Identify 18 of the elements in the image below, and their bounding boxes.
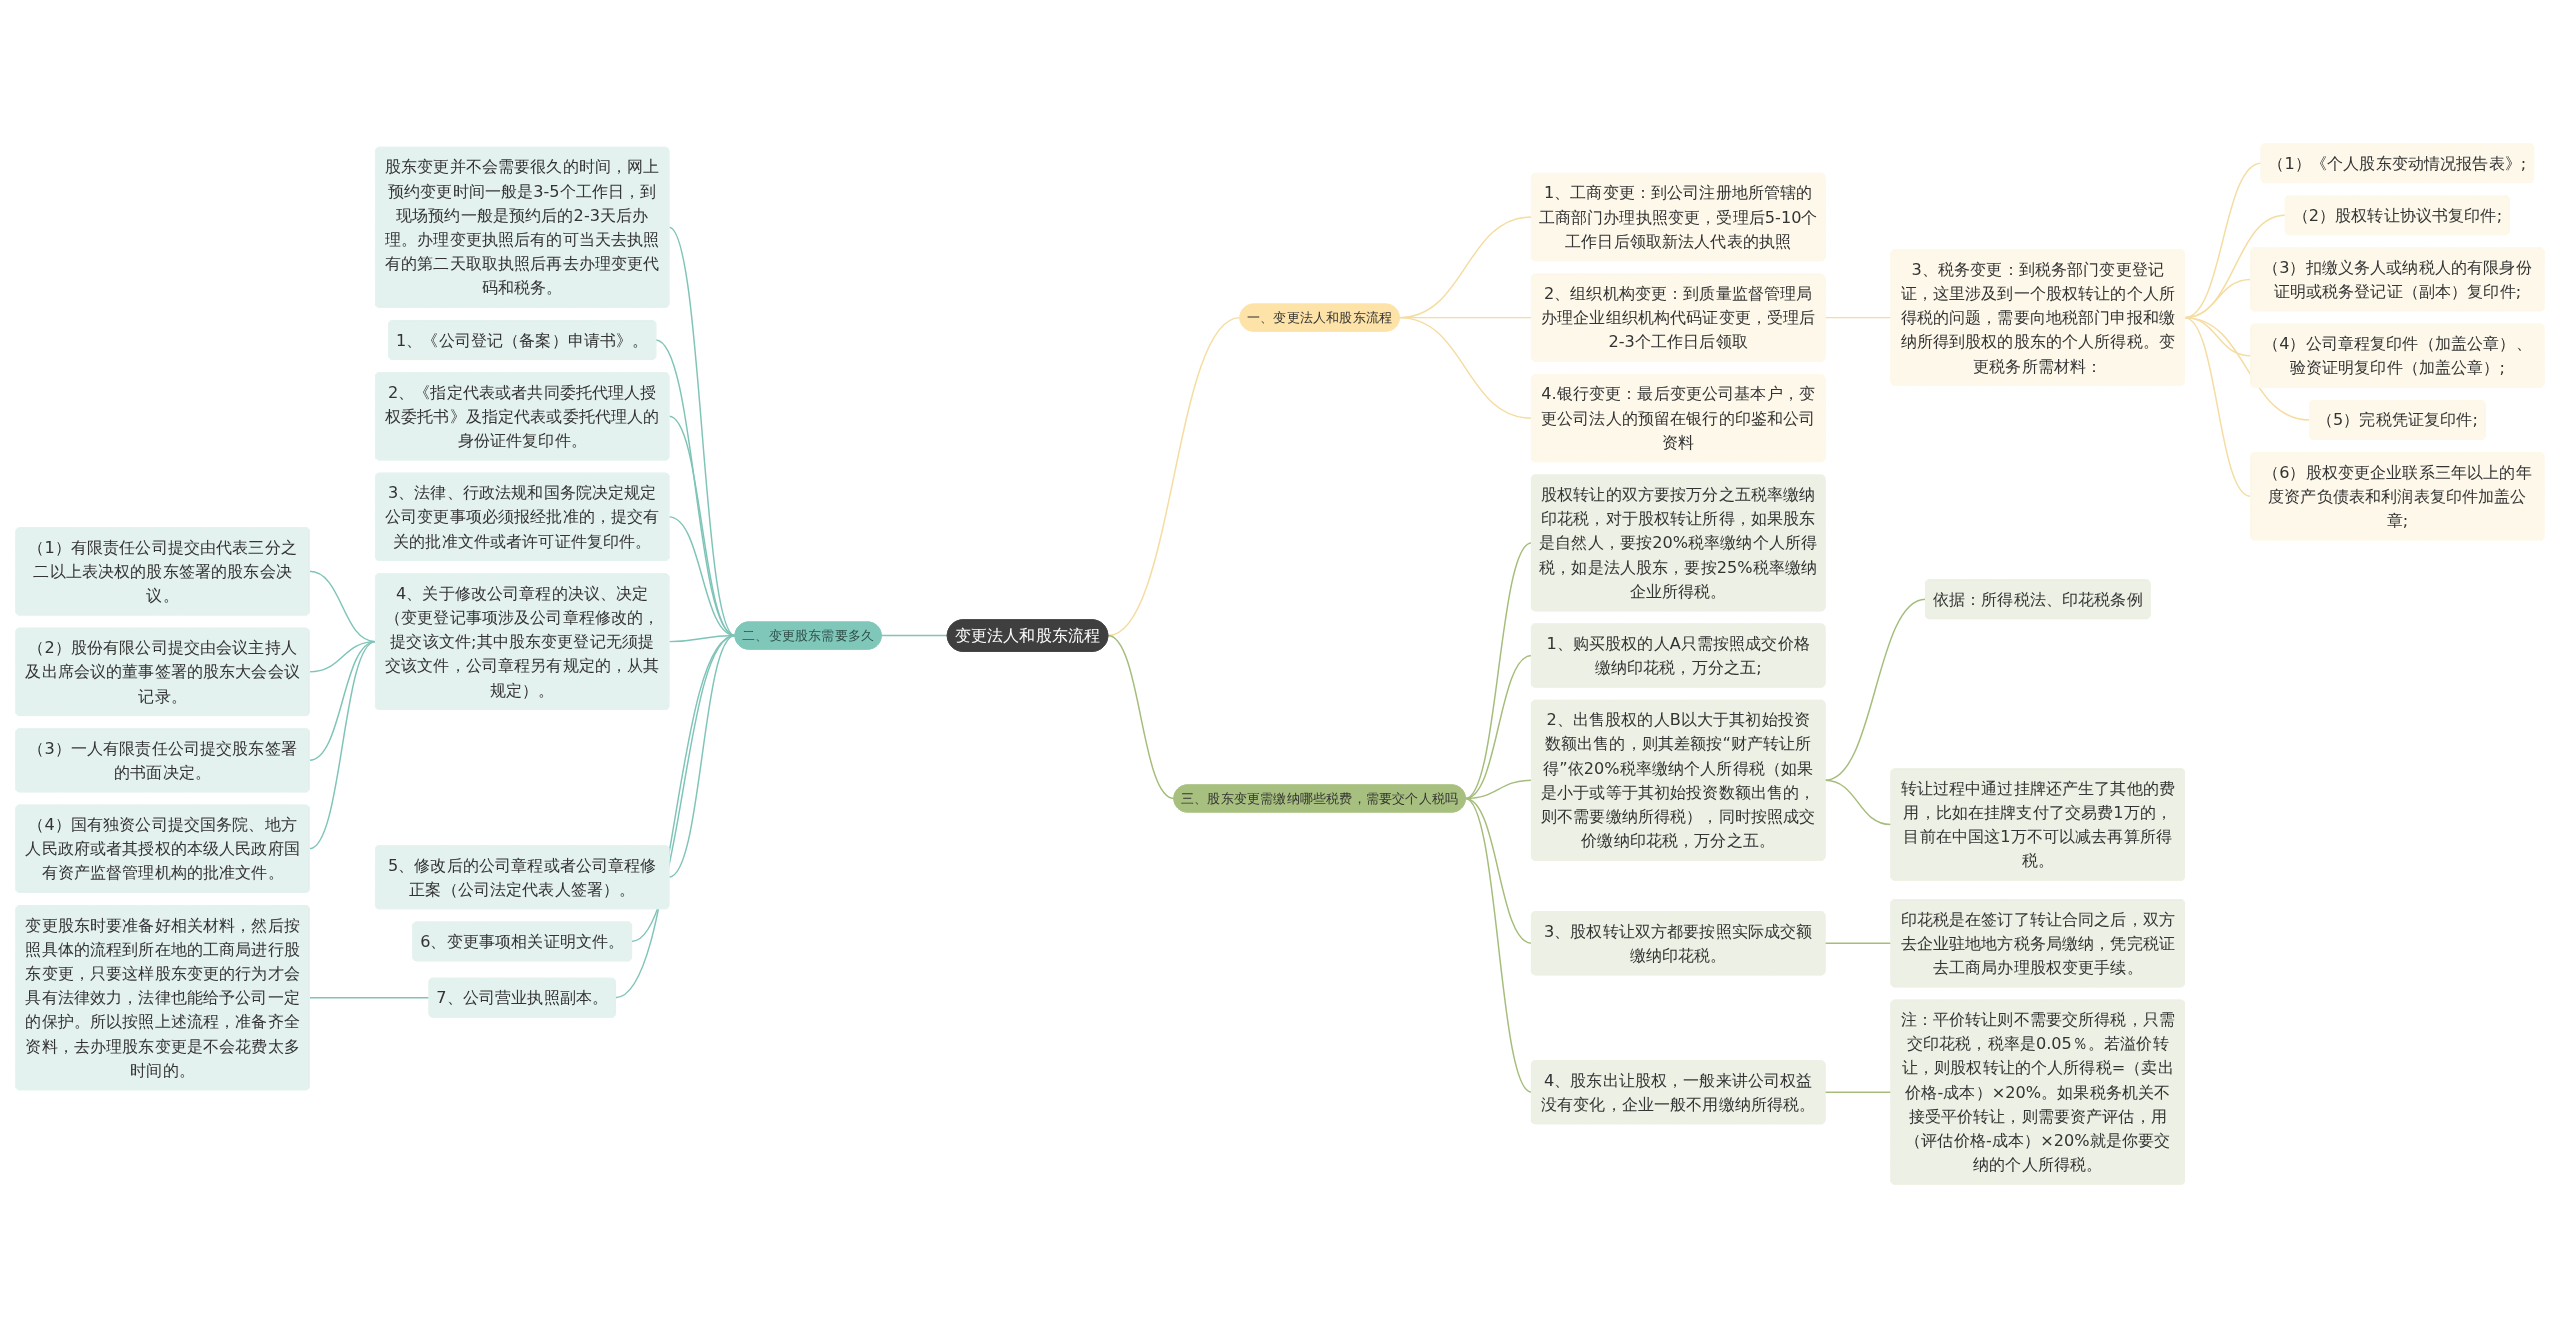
connector [1824, 1091, 1892, 1093]
connector [668, 226, 736, 637]
connector [1464, 542, 1533, 800]
connector [1464, 797, 1533, 1093]
connector [308, 997, 430, 999]
connector [655, 339, 736, 637]
connector [1464, 654, 1533, 800]
connector [308, 640, 377, 850]
connector [880, 634, 949, 637]
connector [1824, 316, 1892, 319]
connector [1824, 779, 1892, 826]
connector [1824, 598, 1927, 782]
connector [1824, 942, 1892, 944]
connector [2183, 316, 2252, 498]
connector [668, 415, 736, 637]
connector [1107, 634, 1175, 800]
connector [1107, 316, 1241, 637]
connector [1398, 316, 1533, 419]
